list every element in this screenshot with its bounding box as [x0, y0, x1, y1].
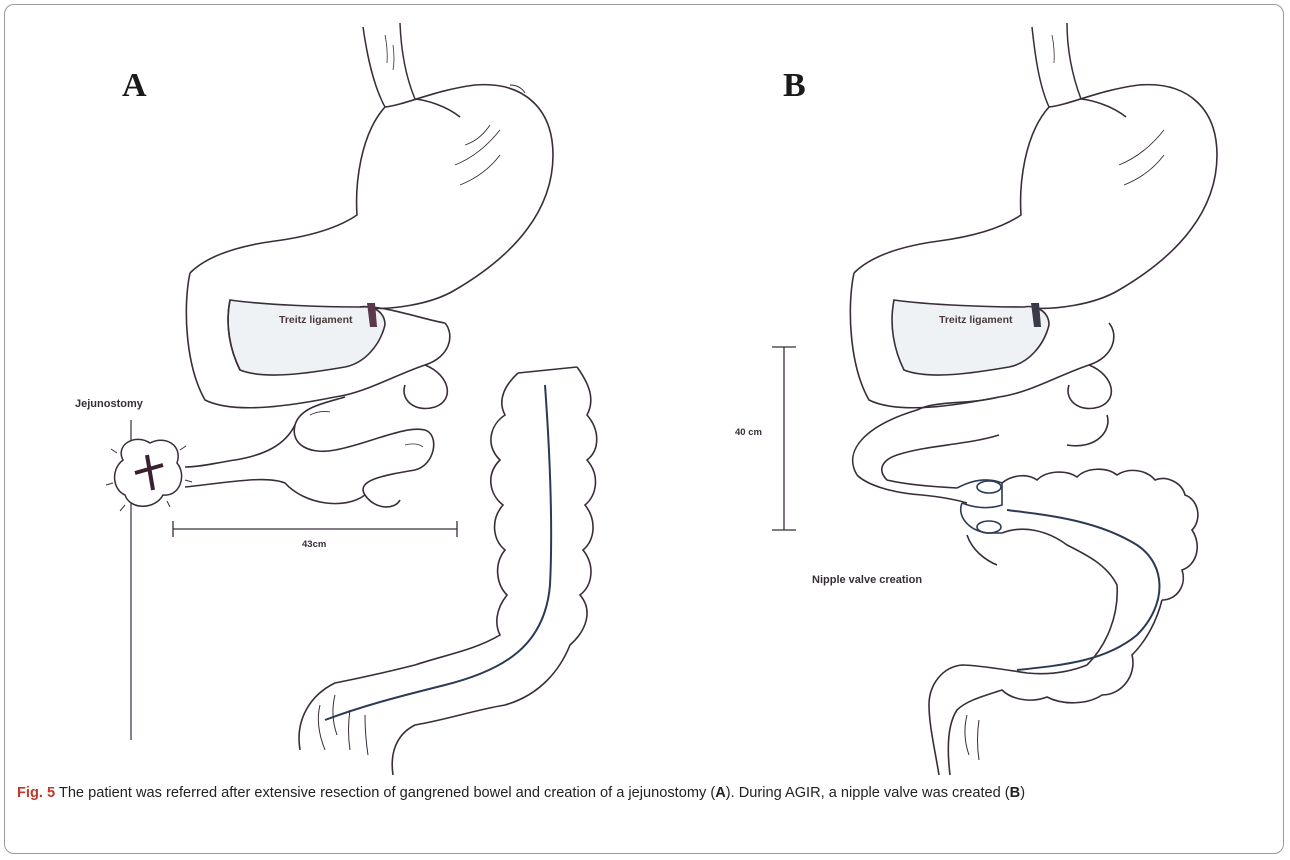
jejunostomy-stoma: [106, 439, 192, 511]
panel-b-drawing: Treitz ligament: [735, 23, 1217, 775]
treitz-label-a: Treitz ligament: [279, 314, 353, 326]
caption-text-2: ). During AGIR, a nipple valve was creat…: [726, 785, 1010, 801]
figure-frame: A B: [4, 4, 1284, 854]
esophagus-a: [363, 23, 415, 107]
esophagus-b: [1032, 23, 1081, 107]
panel-a-drawing: Treitz ligament Jejunostomy: [75, 23, 597, 775]
length-marker-b: [772, 347, 796, 530]
caption-text-1: The patient was referred after extensive…: [59, 785, 715, 801]
colon-b: [929, 469, 1198, 775]
caption-ref-b: B: [1010, 785, 1021, 801]
length-marker-a: [173, 521, 457, 537]
treitz-label-b: Treitz ligament: [939, 314, 1013, 326]
nipple-valve: [957, 480, 1002, 565]
nipple-valve-label: Nipple valve creation: [812, 574, 922, 586]
stomach-b: [854, 85, 1217, 309]
colon-a: [299, 367, 597, 775]
stomach-a: [190, 85, 553, 309]
figure-caption: Fig. 5 The patient was referred after ex…: [17, 782, 1272, 804]
illustration: Treitz ligament Jejunostomy: [5, 5, 1284, 780]
jejunostomy-label: Jejunostomy: [75, 398, 144, 410]
duodenum-b: [850, 273, 1113, 408]
length-label-b: 40 cm: [735, 427, 762, 438]
caption-ref-a: A: [715, 785, 726, 801]
caption-text-3: ): [1020, 785, 1025, 801]
caption-fig-label: Fig. 5: [17, 785, 55, 801]
jejunum-a: [185, 365, 447, 507]
length-label-a: 43cm: [302, 539, 326, 550]
duodenum-a: [186, 273, 449, 408]
